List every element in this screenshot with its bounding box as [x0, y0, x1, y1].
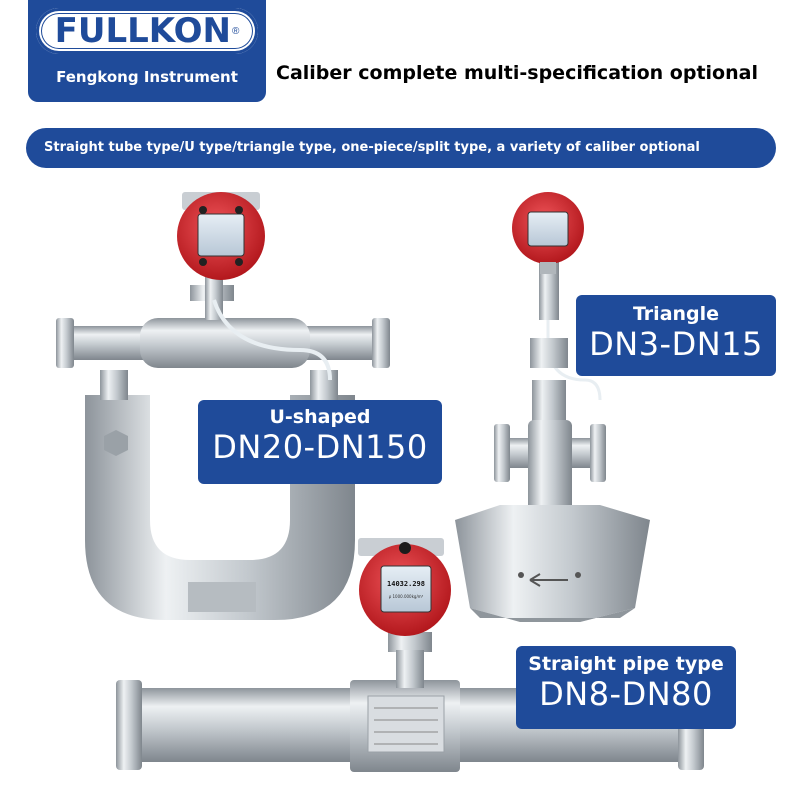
u-shaped-title: U-shaped [269, 406, 371, 428]
registered-mark: ® [231, 25, 240, 37]
brand-logo-panel: FULLKON ® Fengkong Instrument [28, 0, 266, 102]
triangle-meter [455, 192, 650, 622]
u-shaped-label-box: U-shaped DN20-DN150 [198, 400, 442, 484]
straight-pipe-meter [116, 538, 704, 772]
logo-wordmark: FULLKON [54, 11, 231, 51]
triangle-title: Triangle [632, 303, 720, 325]
meter-density: ρ 1000.000kg/m³ [388, 594, 424, 599]
feature-banner: Straight tube type/U type/triangle type,… [26, 128, 776, 168]
straight-pipe-label-box: Straight pipe type DN8-DN80 [516, 646, 736, 729]
u-shaped-meter [56, 192, 390, 620]
headline: Caliber complete multi-specification opt… [276, 62, 758, 84]
u-shaped-range: DN20-DN150 [212, 428, 428, 466]
logo-badge: FULLKON ® [36, 8, 258, 54]
triangle-range: DN3-DN15 [589, 325, 763, 363]
straight-pipe-title: Straight pipe type [528, 653, 724, 675]
company-name: Fengkong Instrument [56, 68, 238, 86]
straight-pipe-range: DN8-DN80 [539, 675, 713, 713]
triangle-label-box: Triangle DN3-DN15 [576, 295, 776, 376]
meter-reading: 14032.298 [387, 580, 425, 588]
